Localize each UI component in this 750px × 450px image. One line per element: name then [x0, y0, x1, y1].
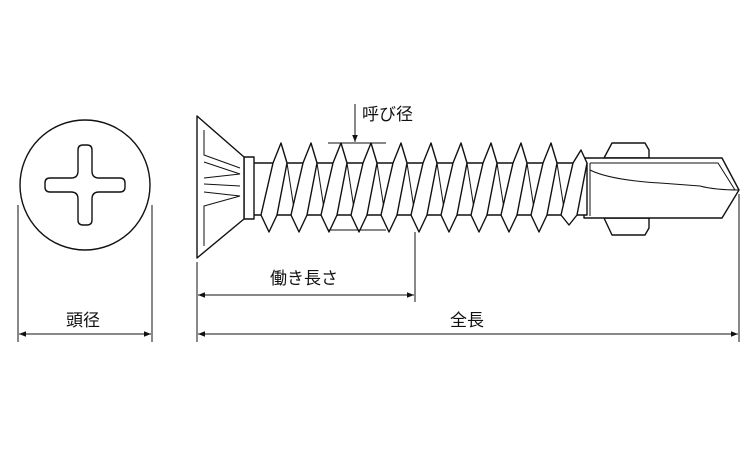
screw-side-view: [196, 115, 740, 259]
thread-group: [260, 142, 588, 233]
working-length-dimension: 働き長さ: [198, 269, 414, 298]
extension-lines: [17, 194, 740, 342]
thread-flight: [380, 142, 408, 233]
head-top-view: [19, 119, 151, 251]
head-diameter-label: 頭径: [66, 311, 100, 331]
nominal-diameter-label: 呼び径: [362, 105, 413, 125]
thread-flight: [560, 149, 588, 226]
thread-flight: [500, 142, 528, 233]
nominal-diameter-dimension: 呼び径: [328, 104, 413, 231]
working-length-label: 働き長さ: [270, 269, 338, 289]
thread-flight: [440, 142, 468, 233]
thread-flight: [470, 142, 498, 233]
thread-flight: [290, 142, 318, 233]
head-diameter-dimension: 頭径: [19, 311, 151, 337]
phillips-cross-icon: [44, 144, 126, 226]
thread-flight: [260, 142, 288, 233]
total-length-label: 全長: [450, 311, 484, 331]
thread-flight: [530, 142, 558, 233]
thread-flight: [410, 142, 438, 233]
total-length-dimension: 全長: [198, 311, 738, 337]
